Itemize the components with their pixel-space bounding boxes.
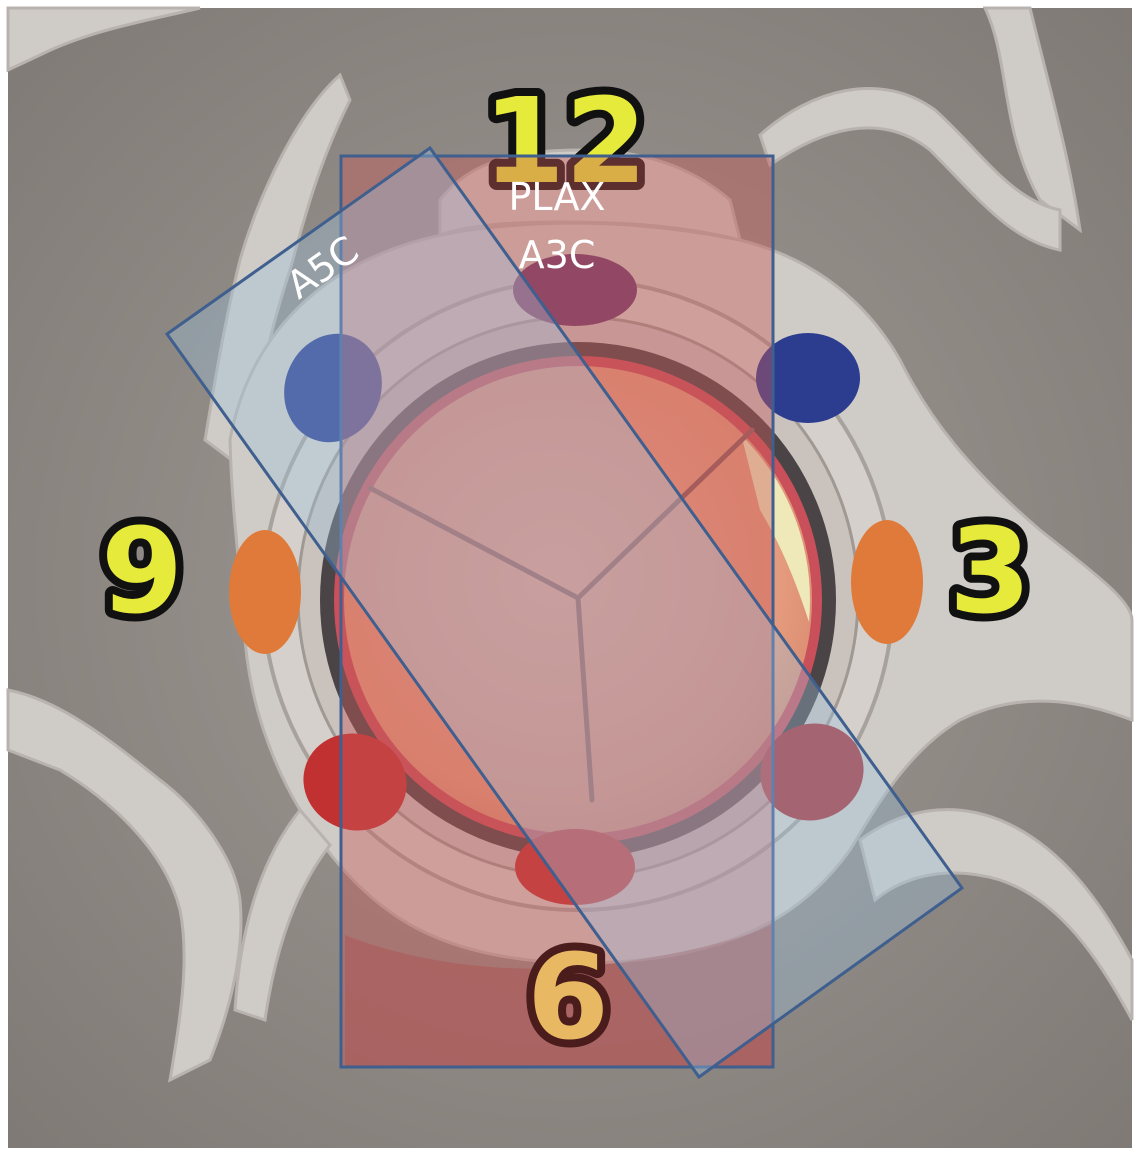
- view-label-a3c: A3C: [519, 233, 596, 277]
- leak-right-orange: [851, 520, 923, 644]
- leak-left-orange: [229, 530, 301, 654]
- view-label-plax: PLAX: [509, 175, 606, 219]
- clock-label-6: 6: [527, 928, 609, 1066]
- clock-label-3: 3: [949, 502, 1031, 640]
- clock-label-9: 9: [101, 502, 183, 640]
